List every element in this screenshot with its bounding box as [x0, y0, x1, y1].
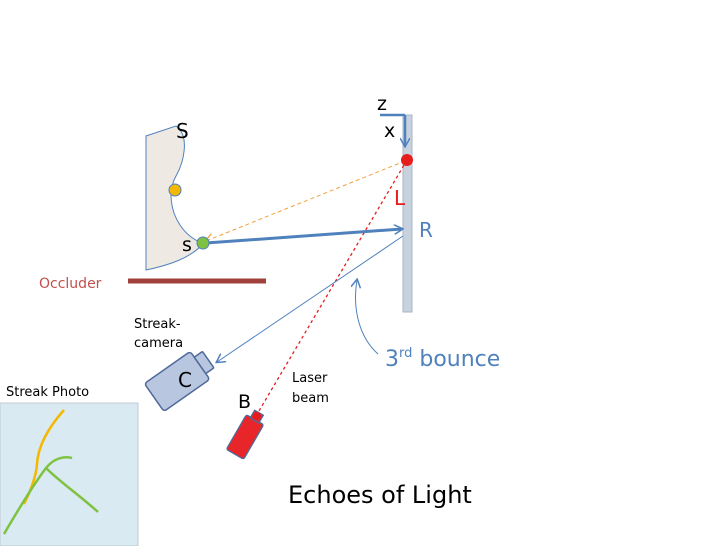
streak-camera-icon	[144, 351, 215, 411]
laser-beam-line	[255, 159, 408, 417]
third-bounce-number: 3	[385, 347, 399, 372]
page-title: Echoes of Light	[288, 481, 472, 509]
light-path-r-to-camera	[217, 235, 404, 362]
third-bounce-superscript: rd	[399, 346, 413, 361]
laser-label-1: Laser	[292, 371, 328, 386]
yellow-point-dot	[168, 183, 182, 197]
laser-label-2: beam	[292, 391, 329, 406]
laser-tip-dot	[253, 412, 261, 420]
point-l-dot	[401, 154, 413, 166]
streak-photo-label: Streak Photo	[6, 385, 90, 400]
point-s-label: s	[182, 234, 192, 256]
point-l-label: L	[394, 186, 406, 210]
surface-s-label: S	[176, 119, 189, 143]
occluder-label: Occluder	[39, 276, 102, 292]
point-s-dot	[196, 236, 210, 250]
bounce-pointer-arrow	[356, 280, 379, 355]
streak-camera-label-1: Streak-	[134, 317, 181, 332]
light-path-s-to-r	[205, 229, 402, 245]
axis-x-label: x	[384, 120, 396, 142]
streak-curve-green	[2, 456, 99, 535]
hidden-surface-shape	[145, 125, 204, 271]
streak-camera-label-2: camera	[134, 336, 184, 351]
wall-r-label: R	[419, 218, 433, 242]
camera-c-label: C	[178, 368, 192, 392]
wall-bar	[402, 114, 413, 313]
third-bounce-word: bounce	[419, 347, 501, 372]
laser-device-icon	[226, 409, 265, 460]
light-path-l-to-s	[206, 160, 406, 241]
axis-z-label: z	[377, 93, 387, 115]
streak-photo-box	[0, 402, 139, 546]
laser-b-label: B	[238, 391, 252, 413]
third-bounce-label: 3rd bounce	[385, 347, 500, 371]
